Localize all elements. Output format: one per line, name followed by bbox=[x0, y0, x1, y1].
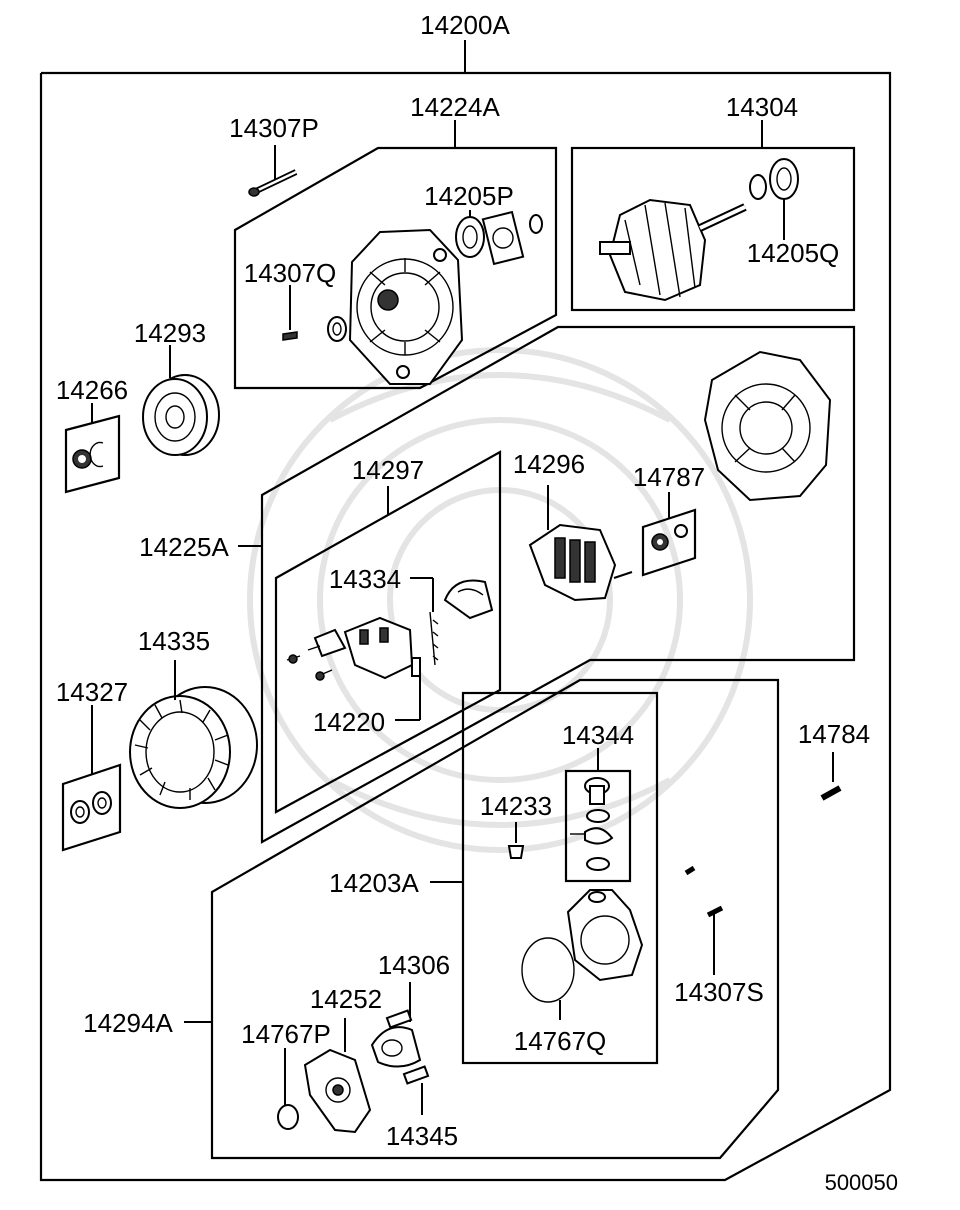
label-14252: 14252 bbox=[310, 984, 382, 1014]
cover-14252 bbox=[303, 1018, 372, 1134]
label-14233: 14233 bbox=[480, 791, 552, 821]
frame-14297 bbox=[274, 450, 502, 814]
washer-14327 bbox=[70, 791, 112, 824]
through-bolt-14307P bbox=[248, 145, 298, 197]
tag-box-14266 bbox=[64, 414, 121, 494]
front-bracket-14224A bbox=[348, 228, 464, 385]
frame-14224A bbox=[233, 146, 558, 390]
label-14205Q: 14205Q bbox=[747, 238, 840, 268]
label-14296: 14296 bbox=[513, 449, 585, 479]
nut-14266 bbox=[72, 441, 104, 469]
label-14344: 14344 bbox=[562, 720, 634, 750]
rectifier-14296 bbox=[528, 485, 633, 602]
watermark bbox=[247, 347, 753, 853]
drawing-number: 500050 bbox=[825, 1170, 898, 1195]
label-14335: 14335 bbox=[138, 626, 210, 656]
brush-holder-cover bbox=[286, 577, 494, 721]
label-14304: 14304 bbox=[726, 92, 798, 122]
stator-14335 bbox=[129, 660, 258, 809]
tag-box-14787 bbox=[641, 508, 697, 577]
frame-14225A bbox=[260, 325, 856, 844]
label-14306: 14306 bbox=[378, 950, 450, 980]
bolt-14784 bbox=[820, 752, 842, 801]
label-14784: 14784 bbox=[798, 719, 870, 749]
tag-box-14327 bbox=[61, 763, 122, 852]
label-14787: 14787 bbox=[633, 462, 705, 492]
label-14205P: 14205P bbox=[424, 181, 514, 211]
frame-14294A bbox=[210, 678, 780, 1160]
label-14345: 14345 bbox=[386, 1121, 458, 1151]
oring-14767P bbox=[277, 1048, 299, 1130]
pulley-14293 bbox=[142, 345, 220, 456]
rotor-14304 bbox=[599, 158, 799, 302]
label-14224A: 14224A bbox=[410, 92, 500, 122]
screw-14307Q bbox=[282, 285, 347, 342]
label-14767P: 14767P bbox=[241, 1019, 331, 1049]
label-14334: 14334 bbox=[329, 564, 401, 594]
label-14297: 14297 bbox=[352, 455, 424, 485]
nut-14787 bbox=[651, 524, 688, 551]
screw-14307S bbox=[684, 865, 724, 975]
label-14266: 14266 bbox=[56, 375, 128, 405]
label-14220: 14220 bbox=[313, 707, 385, 737]
plug-14233 bbox=[507, 822, 525, 859]
front-bearing-14205P bbox=[455, 210, 543, 266]
valve-14344 bbox=[570, 777, 614, 871]
vacuum-pump-housing-14203A bbox=[521, 889, 644, 1020]
part-labels: 14200A 14307P 14224A 14205P 14304 14205Q… bbox=[56, 10, 898, 1195]
frame-14203A bbox=[461, 691, 659, 1065]
frame-14304 bbox=[570, 146, 856, 312]
label-14293: 14293 bbox=[134, 318, 206, 348]
vane-14306 bbox=[370, 982, 430, 1115]
assembly-frame bbox=[39, 71, 892, 1182]
label-assembly: 14200A bbox=[420, 10, 510, 40]
label-14203A: 14203A bbox=[329, 868, 419, 898]
label-14307P: 14307P bbox=[229, 113, 319, 143]
label-14307Q: 14307Q bbox=[244, 258, 337, 288]
label-14225A: 14225A bbox=[139, 532, 229, 562]
label-14327: 14327 bbox=[56, 677, 128, 707]
label-14767Q: 14767Q bbox=[514, 1026, 607, 1056]
rear-bracket bbox=[703, 350, 832, 502]
label-14307S: 14307S bbox=[674, 977, 764, 1007]
label-14294A: 14294A bbox=[83, 1008, 173, 1038]
